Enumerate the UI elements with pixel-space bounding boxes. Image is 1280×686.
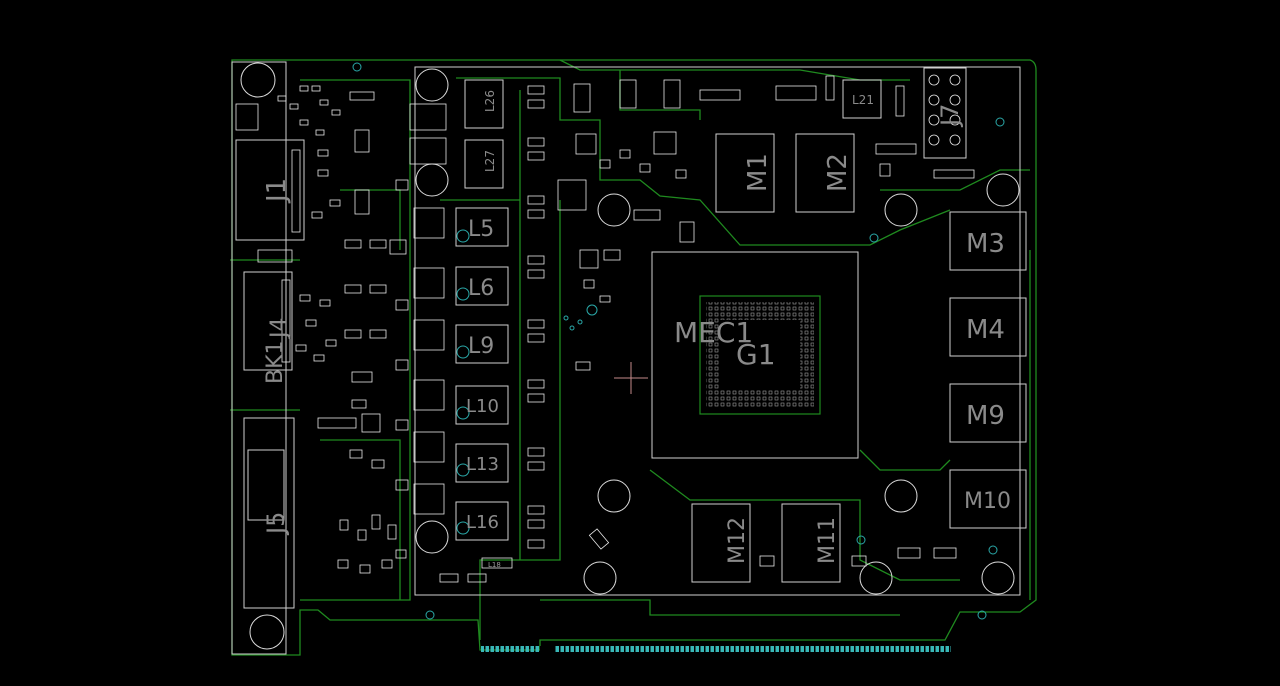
passive-components (235, 85, 409, 574)
mec1-label: MEC1 (674, 316, 753, 349)
l27-label: L27 (483, 150, 497, 172)
m3-label: M3 (966, 229, 1005, 259)
inductor-l21: L21 (842, 79, 882, 119)
j7-label: J7 (936, 104, 964, 128)
inductor-l9: L9 (455, 324, 509, 364)
j5-label: J5 (262, 512, 290, 536)
connector-j5: J5 (243, 417, 295, 609)
board-outline (231, 61, 1021, 655)
connector-j4: J4 BK1 (243, 271, 293, 384)
pcie-edge-connector (481, 646, 951, 652)
memory-m3: M3 (949, 211, 1027, 271)
memory-m11: M11 (781, 503, 841, 583)
inductor-l5: L5 (455, 207, 509, 247)
m9-label: M9 (966, 401, 1005, 431)
l13-label: L13 (466, 454, 499, 475)
gpu-package-g1: MEC1 G1 (651, 251, 859, 459)
l5-label: L5 (468, 217, 494, 242)
memory-m10: M10 (949, 469, 1027, 529)
l18-label: L18 (488, 561, 501, 569)
mounting-holes (240, 62, 1020, 650)
passive-components-middle: L18 (439, 75, 975, 583)
connector-j7: J7 (923, 67, 967, 159)
l10-label: L10 (466, 396, 499, 417)
l26-label: L26 (483, 90, 497, 112)
m11-label: M11 (815, 517, 840, 564)
memory-m9: M9 (949, 383, 1027, 443)
l9-label: L9 (468, 334, 494, 359)
memory-m4: M4 (949, 297, 1027, 357)
l6-label: L6 (468, 276, 494, 301)
mosfet-column (409, 103, 447, 515)
memory-m2: M2 (795, 133, 855, 213)
j1-label: J1 (262, 178, 292, 204)
memory-m1: M1 (715, 133, 775, 213)
inductor-l10: L10 (455, 385, 509, 425)
inductor-l26: L26 (464, 79, 504, 129)
copper-outline (230, 59, 1037, 656)
m12-label: M12 (725, 517, 750, 564)
inductor-l27: L27 (464, 139, 504, 189)
crosshair-marker (614, 362, 648, 394)
inductor-l6: L6 (455, 266, 509, 306)
connector-j1: J1 (235, 139, 305, 241)
inductor-l16: L16 (455, 501, 509, 541)
m4-label: M4 (966, 315, 1005, 345)
bk1-label: BK1 (263, 340, 288, 384)
inductor-l13: L13 (455, 443, 509, 483)
m2-label: M2 (823, 153, 853, 192)
m10-label: M10 (964, 489, 1011, 514)
g1-label: G1 (736, 338, 776, 371)
vias (352, 62, 1005, 620)
memory-m12: M12 (691, 503, 751, 583)
m1-label: M1 (743, 153, 773, 192)
l16-label: L16 (466, 512, 499, 533)
l21-label: L21 (852, 93, 874, 107)
j4-label: J4 (267, 318, 292, 341)
